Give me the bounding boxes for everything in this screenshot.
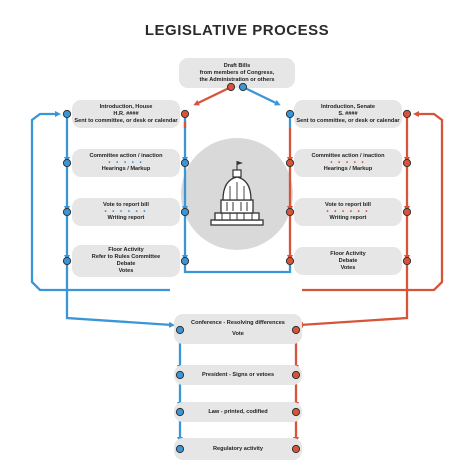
senate-committee-dots: • • • • • [330,160,366,166]
house-committee-line1: Committee action / inaction [89,153,163,159]
house-vote-line2: Writing report [107,215,145,221]
senate-committee-line2: Hearings / Markup [323,166,373,172]
conference-box: Conference - Resolving differences Vote [174,314,302,344]
senate-floor-line1: Floor Activity [330,250,366,257]
senate-vote-line2: Writing report [329,215,367,221]
president-line1: President - Signs or vetoes [201,371,275,378]
flow-red-outer-loop [302,111,444,292]
capitol-icon [181,138,293,250]
conference-line1: Conference - Resolving differences [191,320,285,326]
house-floor-line1: Floor Activity [108,247,144,253]
draft-line3: the Administration or others [199,76,275,83]
house-vote-line1: Vote to report bill [103,202,149,208]
house-committee-line2: Hearings / Markup [101,166,151,172]
house-floor-line2: Refer to Rules Committee [91,254,161,260]
law-line1: Law - printed, codified [208,408,268,415]
regulatory-line1: Regulatory activity [212,445,264,452]
flow-house-to-conference [65,262,175,328]
flow-house-cross-to-senate [183,262,292,274]
house-floor-box: Floor Activity Refer to Rules Committee … [72,245,180,277]
senate-vote-dots: • • • • • • [326,209,370,215]
flow-blue-outer-loop [30,111,170,292]
senate-committee-box: Committee action / inaction • • • • • He… [294,149,402,177]
conference-line2: Vote [232,331,244,337]
president-box: President - Signs or vetoes [174,365,302,385]
flow-draft-to-house [244,86,281,106]
senate-intro-line1: Introduction, Senate [320,103,376,110]
house-intro-line1: Introduction, House [99,103,153,110]
senate-floor-box: Floor Activity Debate Votes [294,247,402,275]
senate-vote-line1: Vote to report bill [325,202,371,208]
flow-senate-to-conference [297,262,409,328]
law-box: Law - printed, codified [174,402,302,422]
senate-committee-line1: Committee action / inaction [311,153,385,159]
house-intro-line2: H.R. #### [113,110,139,117]
senate-floor-line3: Votes [340,264,356,271]
house-vote-dots: • • • • • • [104,209,148,215]
house-introduction-box: Introduction, House H.R. #### Sent to co… [72,100,180,128]
draft-bills-box: Draft Bills from members of Congress, th… [179,58,295,88]
house-intro-line3: Sent to committee, or desk or calendar [74,117,178,124]
senate-intro-line2: S. #### [338,110,358,117]
flow-draft-to-senate [193,86,230,106]
house-vote-box: Vote to report bill • • • • • • Writing … [72,198,180,226]
house-floor-line3: Debate [116,261,136,267]
house-floor-line4: Votes [118,268,134,274]
house-committee-box: Committee action / inaction • • • • • He… [72,149,180,177]
regulatory-box: Regulatory activity [174,438,302,460]
page-title: LEGISLATIVE PROCESS [144,22,330,39]
draft-line1: Draft Bills [223,62,251,69]
senate-introduction-box: Introduction, Senate S. #### Sent to com… [294,100,402,128]
house-committee-dots: • • • • • [108,160,144,166]
senate-floor-line2: Debate [338,257,358,264]
senate-vote-box: Vote to report bill • • • • • • Writing … [294,198,402,226]
draft-line2: from members of Congress, [199,69,275,76]
senate-intro-line3: Sent to committee, or desk or calendar [296,117,400,124]
